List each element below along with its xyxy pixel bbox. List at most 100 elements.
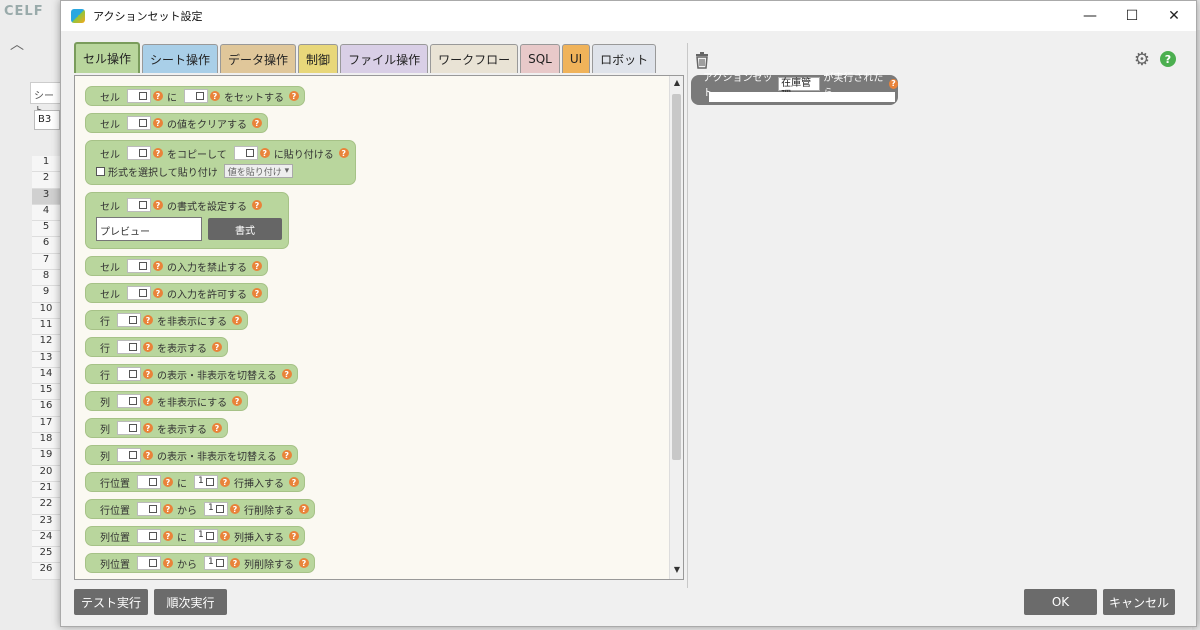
range-select-icon[interactable]: [149, 532, 157, 540]
block-toggle-column[interactable]: 列 ? の表示・非表示を切替える ?: [85, 445, 298, 465]
range-select-icon[interactable]: [216, 505, 224, 513]
option-icon[interactable]: ?: [143, 450, 153, 460]
palette-scrollbar[interactable]: ▲ ▼: [669, 76, 683, 579]
option-icon[interactable]: ?: [163, 558, 173, 568]
range-select-icon[interactable]: [149, 478, 157, 486]
range-select-icon[interactable]: [206, 532, 214, 540]
option-icon[interactable]: ?: [153, 288, 163, 298]
range-select-icon[interactable]: [129, 424, 137, 432]
sheet-tab[interactable]: シート: [30, 82, 62, 117]
option-icon[interactable]: ?: [143, 423, 153, 433]
tab-1[interactable]: シート操作: [142, 44, 219, 73]
gear-icon[interactable]: ⚙: [1133, 49, 1150, 70]
cancel-button[interactable]: キャンセル: [1103, 589, 1175, 615]
option-icon[interactable]: ?: [220, 531, 230, 541]
option-icon[interactable]: ?: [230, 558, 240, 568]
paste-special-checkbox[interactable]: [96, 166, 105, 176]
format-button[interactable]: 書式: [208, 218, 282, 240]
range-select-icon[interactable]: [196, 92, 204, 100]
option-icon[interactable]: ?: [153, 91, 163, 101]
range-select-icon[interactable]: [139, 201, 147, 209]
option-icon[interactable]: ?: [143, 315, 153, 325]
option-icon[interactable]: ?: [143, 342, 153, 352]
range-select-icon[interactable]: [129, 451, 137, 459]
block-format-cell[interactable]: セル ? の書式を設定する ? プレビュー 書式: [85, 192, 289, 249]
help-icon[interactable]: ?: [232, 315, 243, 325]
help-icon[interactable]: ?: [299, 558, 309, 568]
block-show-row[interactable]: 行 ? を表示する ?: [85, 337, 228, 357]
row-header[interactable]: 16: [32, 400, 60, 417]
row-header[interactable]: 8: [32, 270, 60, 287]
row-header[interactable]: 17: [32, 416, 60, 434]
row-header[interactable]: 11: [32, 318, 60, 336]
row-header[interactable]: 9: [32, 286, 60, 303]
option-icon[interactable]: ?: [230, 504, 240, 514]
paste-mode-select[interactable]: 値を貼り付け ▾: [223, 164, 294, 178]
range-select-icon[interactable]: [129, 316, 137, 324]
trigger-block[interactable]: アクションセット 在庫管理 が実行されたら ?: [691, 73, 899, 105]
block-toggle-row[interactable]: 行 ? の表示・非表示を切替える ?: [85, 364, 298, 384]
row-header[interactable]: 19: [32, 449, 60, 466]
row-header[interactable]: 22: [32, 498, 60, 515]
row-header[interactable]: 7: [32, 253, 60, 271]
option-icon[interactable]: ?: [163, 504, 173, 514]
help-icon[interactable]: ?: [252, 261, 262, 271]
range-select-icon[interactable]: [139, 119, 147, 127]
range-select-icon[interactable]: [206, 478, 214, 486]
row-header[interactable]: 23: [32, 514, 60, 531]
help-icon[interactable]: ?: [212, 423, 222, 433]
help-icon[interactable]: ?: [252, 288, 262, 298]
help-icon[interactable]: ?: [281, 450, 292, 460]
tab-2[interactable]: データ操作: [220, 44, 297, 73]
block-show-column[interactable]: 列 ? を表示する ?: [85, 418, 228, 438]
row-header[interactable]: 14: [32, 367, 60, 385]
range-select-icon[interactable]: [139, 92, 147, 100]
range-select-icon[interactable]: [149, 559, 157, 567]
help-icon[interactable]: ?: [252, 200, 262, 210]
help-icon[interactable]: ?: [299, 504, 309, 514]
test-run-button[interactable]: テスト実行: [74, 589, 148, 615]
step-run-button[interactable]: 順次実行: [154, 589, 227, 615]
help-icon[interactable]: ?: [252, 118, 262, 128]
tab-3[interactable]: 制御: [298, 44, 339, 73]
maximize-button[interactable]: ☐: [1125, 8, 1139, 24]
help-icon[interactable]: ?: [281, 369, 292, 379]
row-header[interactable]: 25: [32, 547, 60, 564]
tab-4[interactable]: ファイル操作: [340, 44, 429, 73]
range-select-icon[interactable]: [139, 262, 147, 270]
option-icon[interactable]: ?: [153, 148, 163, 158]
tab-7[interactable]: UI: [561, 44, 591, 73]
block-hide-column[interactable]: 列 ? を非表示にする ?: [85, 391, 249, 411]
help-icon[interactable]: ?: [338, 148, 349, 158]
row-header[interactable]: 1: [32, 156, 60, 173]
block-unlock-cell[interactable]: セル ? の入力を許可する ?: [85, 283, 268, 303]
option-icon[interactable]: ?: [210, 91, 220, 101]
action-set-name[interactable]: 在庫管理: [778, 76, 821, 101]
row-header[interactable]: 4: [32, 204, 60, 222]
ok-button[interactable]: OK: [1024, 589, 1097, 615]
tab-6[interactable]: SQL: [520, 44, 560, 73]
option-icon[interactable]: ?: [163, 531, 173, 541]
trigger-drop-area[interactable]: [709, 92, 895, 102]
row-header[interactable]: 24: [32, 530, 60, 548]
trash-icon[interactable]: [693, 51, 711, 69]
range-select-icon[interactable]: [129, 397, 137, 405]
tab-0[interactable]: セル操作: [74, 42, 141, 73]
scroll-down-icon[interactable]: ▼: [673, 565, 681, 574]
row-header[interactable]: 6: [32, 237, 60, 254]
block-copy-paste-cell[interactable]: セル ? をコピーして ? に貼り付ける ? 形式を選択して貼り付け 値を貼り付…: [85, 140, 356, 185]
cell-reference[interactable]: B3: [34, 110, 60, 130]
block-insert-row[interactable]: 行位置 ? に 1? 行挿入する ?: [85, 472, 305, 492]
option-icon[interactable]: ?: [143, 369, 153, 379]
option-icon[interactable]: ?: [143, 396, 153, 406]
block-insert-column[interactable]: 列位置 ? に 1? 列挿入する ?: [85, 526, 305, 546]
row-header[interactable]: 10: [32, 302, 60, 319]
option-icon[interactable]: ?: [163, 477, 173, 487]
help-icon[interactable]: ?: [289, 531, 299, 541]
row-header[interactable]: 13: [32, 351, 60, 368]
scroll-up-icon[interactable]: ▲: [673, 78, 681, 87]
option-icon[interactable]: ?: [153, 261, 163, 271]
range-select-icon[interactable]: [139, 149, 147, 157]
block-set-cell[interactable]: セル ? に ? をセットする ?: [85, 86, 305, 106]
row-header[interactable]: 12: [32, 335, 60, 352]
